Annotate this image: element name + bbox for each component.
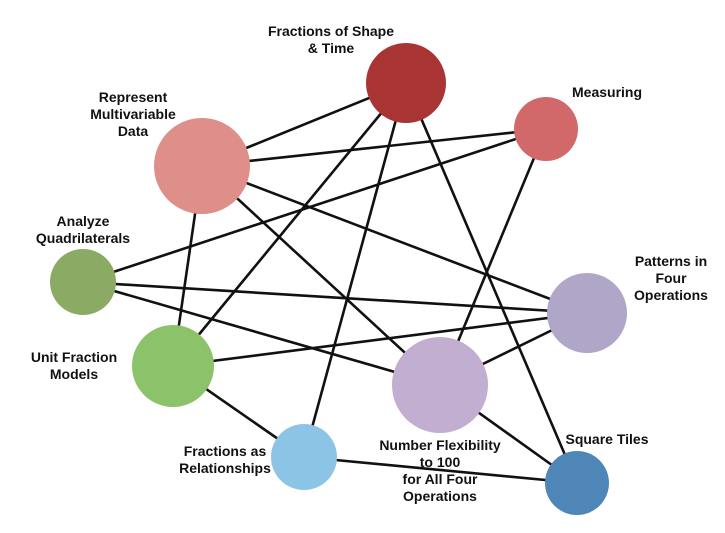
node-label-fractions-shape-time: Fractions of Shape& Time xyxy=(268,23,394,56)
node-label-line: Models xyxy=(50,366,98,382)
node-fractions-shape-time xyxy=(366,43,446,123)
node-label-line: to 100 xyxy=(420,454,461,470)
node-label-line: Patterns in xyxy=(635,253,707,269)
edge-represent-multivariable-data-to-patterns-four-operations xyxy=(201,164,588,315)
node-label-line: Number Flexibility xyxy=(379,437,501,453)
node-label-line: Relationships xyxy=(179,460,271,476)
node-label-square-tiles: Square Tiles xyxy=(565,431,648,447)
edge-fractions-relationships-to-square-tiles xyxy=(303,455,578,485)
node-label-measuring: Measuring xyxy=(572,84,642,100)
node-label-line: Measuring xyxy=(572,84,642,100)
node-label-line: Analyze xyxy=(57,213,110,229)
node-label-line: Square Tiles xyxy=(565,431,648,447)
node-fractions-relationships xyxy=(271,424,337,490)
node-represent-multivariable-data xyxy=(154,118,250,214)
node-analyze-quadrilaterals xyxy=(50,249,116,315)
node-label-line: Data xyxy=(118,123,149,139)
node-label-line: for All Four xyxy=(403,471,478,487)
node-label-line: & Time xyxy=(308,40,355,56)
edge-represent-multivariable-data-to-measuring xyxy=(201,127,547,168)
edge-analyze-quadrilaterals-to-number-flexibility xyxy=(82,280,441,387)
edge-fractions-shape-time-to-square-tiles xyxy=(404,82,579,484)
edge-fractions-shape-time-to-fractions-relationships xyxy=(302,82,408,458)
node-measuring xyxy=(514,97,578,161)
edge-measuring-to-analyze-quadrilaterals xyxy=(82,127,547,284)
node-label-line: Operations xyxy=(403,488,477,504)
node-square-tiles xyxy=(545,451,609,515)
node-unit-fraction-models xyxy=(132,325,214,407)
node-label-line: Unit Fraction xyxy=(31,349,117,365)
node-label-line: Quadrilaterals xyxy=(36,230,130,246)
node-label-line: Fractions of Shape xyxy=(268,23,394,39)
edge-unit-fraction-models-to-patterns-four-operations xyxy=(172,311,588,368)
node-label-line: Fractions as xyxy=(184,443,267,459)
edge-analyze-quadrilaterals-to-patterns-four-operations xyxy=(82,280,588,315)
node-label-line: Multivariable xyxy=(90,106,176,122)
edges-layer xyxy=(82,81,588,485)
edge-represent-multivariable-data-to-number-flexibility xyxy=(201,165,441,386)
node-patterns-four-operations xyxy=(547,273,627,353)
node-label-line: Operations xyxy=(634,287,708,303)
node-number-flexibility xyxy=(392,337,488,433)
node-label-line: Four xyxy=(655,270,687,286)
node-label-line: Represent xyxy=(99,89,168,105)
nodes-layer xyxy=(50,43,627,515)
